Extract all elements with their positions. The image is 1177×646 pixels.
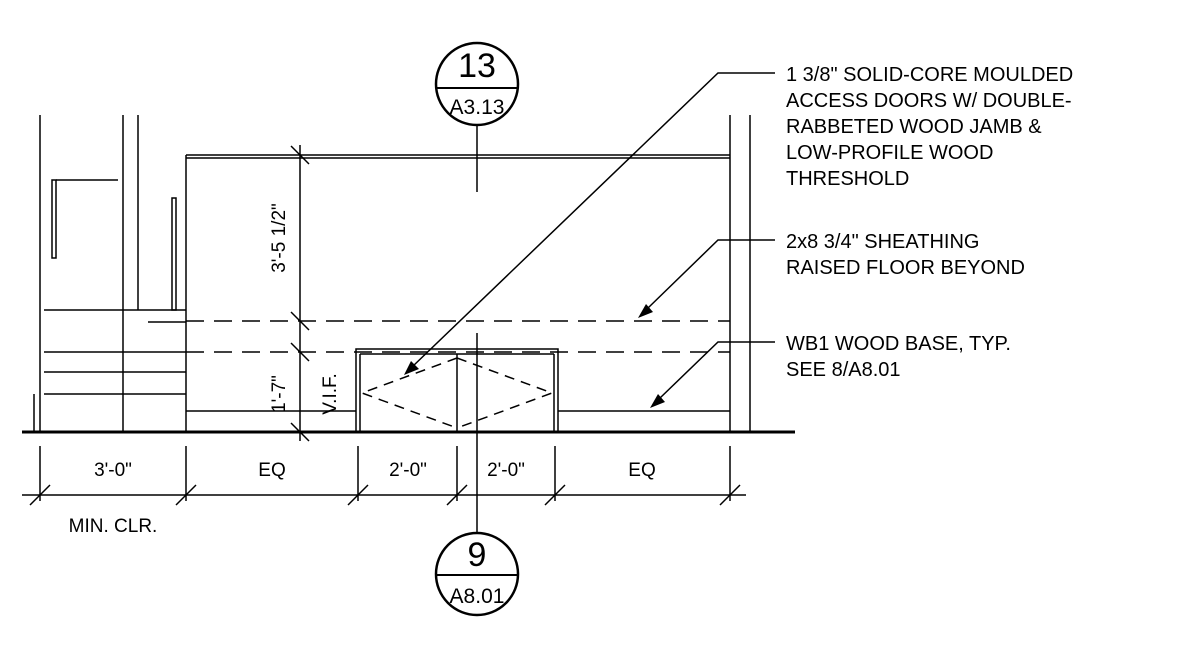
handle-left — [51, 179, 57, 259]
note-wood-base: WB1 WOOD BASE, TYP. SEE 8/A8.01 — [786, 333, 1011, 381]
callout-circle — [434, 41, 520, 127]
callout-number: 13 — [458, 47, 496, 85]
leader-arrowheads — [404, 304, 665, 408]
linework — [22, 72, 795, 540]
arrowhead — [650, 394, 665, 408]
note-line: ACCESS DOORS W/ DOUBLE- — [786, 90, 1072, 112]
note-line: 2x8 3/4" SHEATHING — [786, 231, 979, 253]
note-1-leader — [411, 72, 775, 368]
dim-tick — [290, 145, 310, 165]
clearance-note: MIN. CLR. — [69, 516, 158, 537]
callout-number: 9 — [468, 536, 487, 574]
note-line: SEE 8/A8.01 — [786, 359, 901, 381]
dim-label: 2'-0" — [389, 460, 427, 481]
dim-upper-height: 3'-5 1/2" — [269, 203, 290, 273]
dim-label: 2'-0" — [487, 460, 525, 481]
dim-lower-height: 1'-7" — [269, 375, 290, 413]
note-line: RABBETED WOOD JAMB & — [786, 116, 1042, 138]
section-callout-top: 13 A3.13 — [434, 41, 520, 127]
note-door: 1 3/8" SOLID-CORE MOULDED ACCESS DOORS W… — [786, 64, 1073, 190]
dim-tick — [544, 484, 566, 506]
dim-tick — [290, 422, 310, 442]
dim-vif-note: V.I.F. — [320, 373, 341, 415]
note-3-leader — [659, 341, 775, 399]
arrowhead — [638, 304, 653, 318]
callout-sheet: A3.13 — [450, 96, 505, 119]
note-line: THRESHOLD — [786, 168, 909, 190]
dim-tick — [29, 484, 51, 506]
dim-tick — [446, 484, 468, 506]
note-line: RAISED FLOOR BEYOND — [786, 257, 1025, 279]
arrowhead — [404, 361, 419, 375]
note-line: 1 3/8" SOLID-CORE MOULDED — [786, 64, 1073, 86]
callout-sheet: A8.01 — [450, 585, 505, 608]
dim-tick — [719, 484, 741, 506]
note-sheathing: 2x8 3/4" SHEATHING RAISED FLOOR BEYOND — [786, 231, 1025, 279]
section-callout-bottom: 9 A8.01 — [434, 531, 520, 617]
handle-right — [171, 197, 177, 311]
dim-label: EQ — [258, 460, 285, 481]
dim-tick — [290, 311, 310, 331]
dim-tick — [290, 342, 310, 362]
note-2-leader — [647, 239, 775, 309]
dim-label: 3'-0" — [94, 460, 132, 481]
note-line: WB1 WOOD BASE, TYP. — [786, 333, 1011, 355]
dim-tick — [175, 484, 197, 506]
dim-tick — [347, 484, 369, 506]
note-line: LOW-PROFILE WOOD — [786, 142, 993, 164]
door-swing-right — [456, 357, 555, 429]
dim-label: EQ — [628, 460, 655, 481]
